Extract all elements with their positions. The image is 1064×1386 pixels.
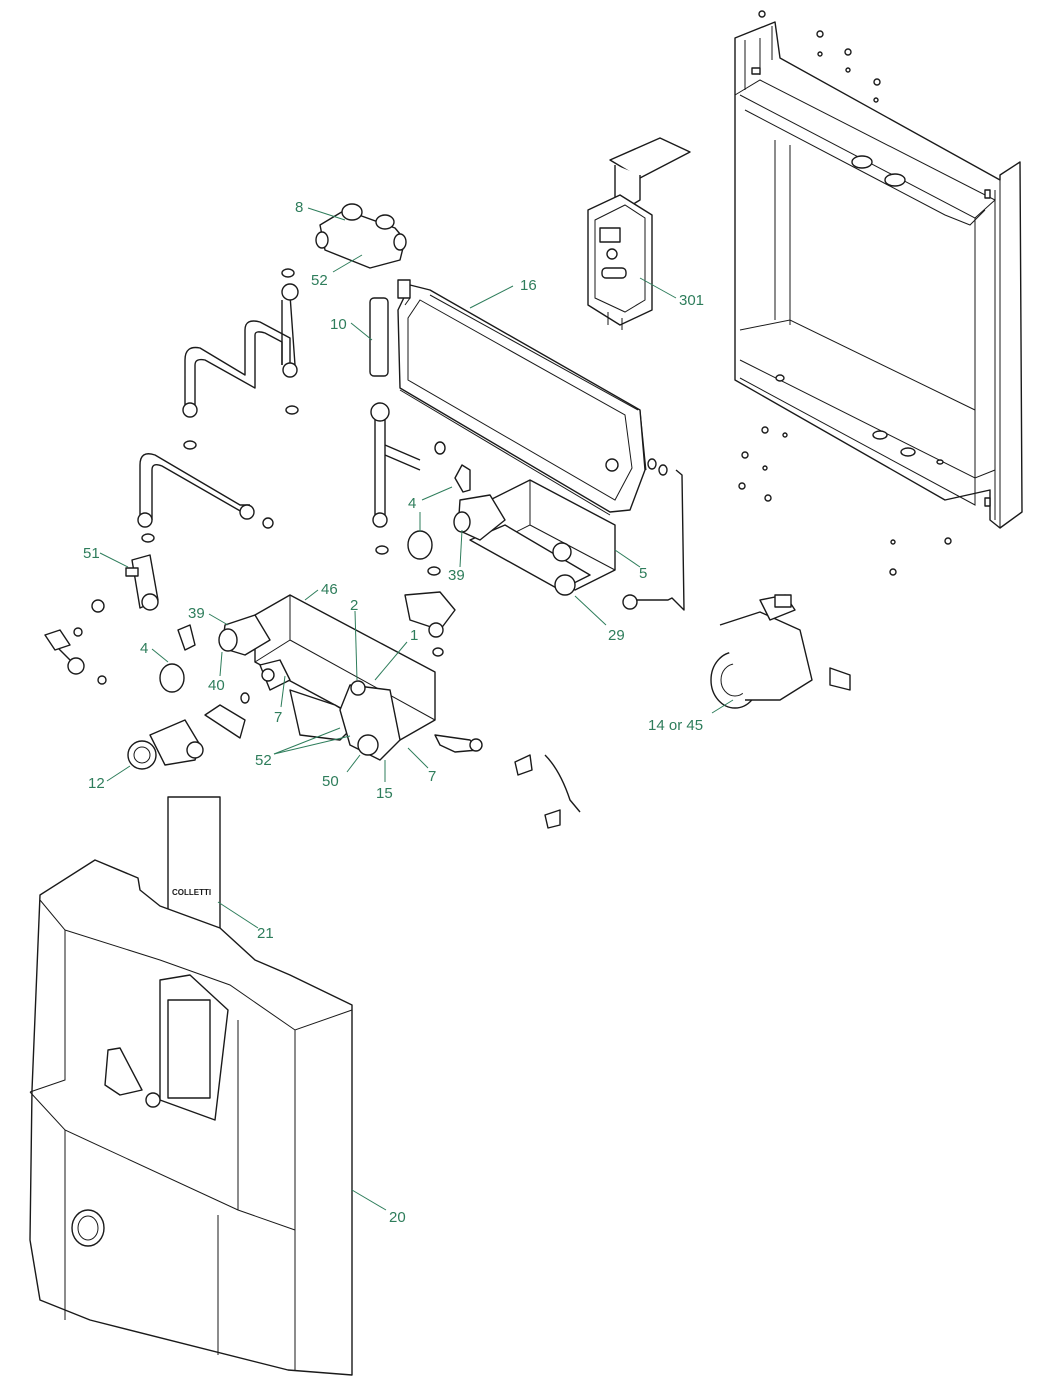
pipework — [49, 283, 685, 813]
plate-heat-exchanger — [469, 479, 616, 591]
callout-52-top: 52 — [311, 272, 328, 289]
callout-10: 10 — [330, 316, 347, 333]
seals — [73, 268, 668, 725]
pressure-gauge-12 — [127, 719, 204, 770]
callout-39-left: 39 — [188, 605, 205, 622]
callout-14-or-45: 14 or 45 — [648, 717, 703, 734]
callout-16: 16 — [520, 277, 537, 294]
callout-21: 21 — [257, 925, 274, 942]
front-casing — [29, 859, 353, 1376]
safety-valve-51 — [125, 554, 159, 611]
leader-lines — [99, 207, 734, 1211]
callout-1: 1 — [410, 627, 418, 644]
callout-7-left: 7 — [274, 709, 282, 726]
callout-8: 8 — [295, 199, 303, 216]
control-box — [587, 137, 691, 330]
callout-46: 46 — [321, 581, 338, 598]
callout-40: 40 — [208, 677, 225, 694]
chassis-frame — [734, 21, 1023, 529]
callout-29: 29 — [608, 627, 625, 644]
expansion-vessel — [397, 279, 647, 516]
circulation-pump — [710, 594, 851, 709]
callout-4-left: 4 — [140, 640, 148, 657]
callout-50: 50 — [322, 773, 339, 790]
callout-5: 5 — [639, 565, 647, 582]
callout-labels: 8 52 16 301 10 4 39 5 51 46 2 1 39 4 40 … — [83, 199, 704, 1226]
callout-39-top: 39 — [448, 567, 465, 584]
valve-fittings — [44, 494, 576, 761]
chassis-screws — [738, 10, 952, 576]
callout-20: 20 — [389, 1209, 406, 1226]
brand-label: COLLETTI — [172, 888, 211, 897]
callout-2: 2 — [350, 597, 358, 614]
callout-51: 51 — [83, 545, 100, 562]
valve-cluster-8 — [315, 203, 407, 269]
callout-12: 12 — [88, 775, 105, 792]
callout-4-top: 4 — [408, 495, 416, 512]
callout-301: 301 — [679, 292, 704, 309]
callout-52-bottom: 52 — [255, 752, 272, 769]
clips-and-brackets — [177, 464, 561, 829]
callout-15: 15 — [376, 785, 393, 802]
callout-7-right: 7 — [428, 768, 436, 785]
